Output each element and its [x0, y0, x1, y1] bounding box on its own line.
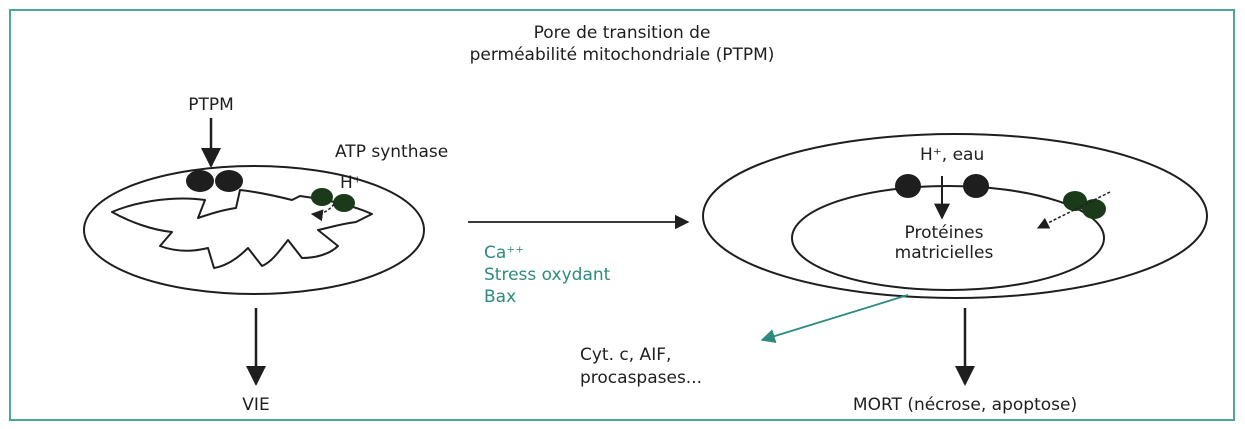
condition-calcium: Ca⁺⁺ [484, 243, 524, 263]
proton-label: H⁺ [340, 173, 362, 193]
atp-synthase-right [1036, 191, 1111, 229]
atp-synthase-left [310, 188, 355, 222]
swollen-mito-outer-membrane [702, 133, 1208, 299]
title-line-2: perméabilité mitochondriale (PTPM) [470, 45, 775, 65]
healthy-mito-outer-membrane [83, 165, 425, 295]
influx-label: H⁺, eau [920, 145, 984, 165]
ptpm-pore-left-a [186, 170, 214, 192]
healthy-mitochondrion [83, 165, 425, 295]
ptpm-pore-left-b [215, 170, 243, 192]
atp-synthase-label: ATP synthase [335, 142, 448, 162]
release-arrow [760, 294, 909, 344]
healthy-mito-cristae [111, 189, 373, 269]
life-label: VIE [242, 395, 269, 415]
matrix-label-line-2: matricielles [895, 243, 994, 263]
death-label: MORT (nécrose, apoptose) [853, 395, 1077, 415]
title-line-1: Pore de transition de [534, 23, 711, 43]
swollen-mito-inner-membrane [791, 185, 1105, 291]
released-line-2: procaspases... [580, 368, 702, 388]
condition-bax: Bax [484, 287, 516, 307]
swollen-mitochondrion [702, 133, 1208, 299]
released-line-1: Cyt. c, AIF, [580, 345, 671, 365]
ptpm-label: PTPM [188, 95, 234, 115]
ptpm-pore-right-b [963, 174, 989, 198]
matrix-label-line-1: Protéines [905, 223, 984, 243]
condition-oxidative-stress: Stress oxydant [484, 265, 611, 285]
diagram-frame [9, 9, 1235, 421]
ptpm-pore-right-a [895, 174, 921, 198]
